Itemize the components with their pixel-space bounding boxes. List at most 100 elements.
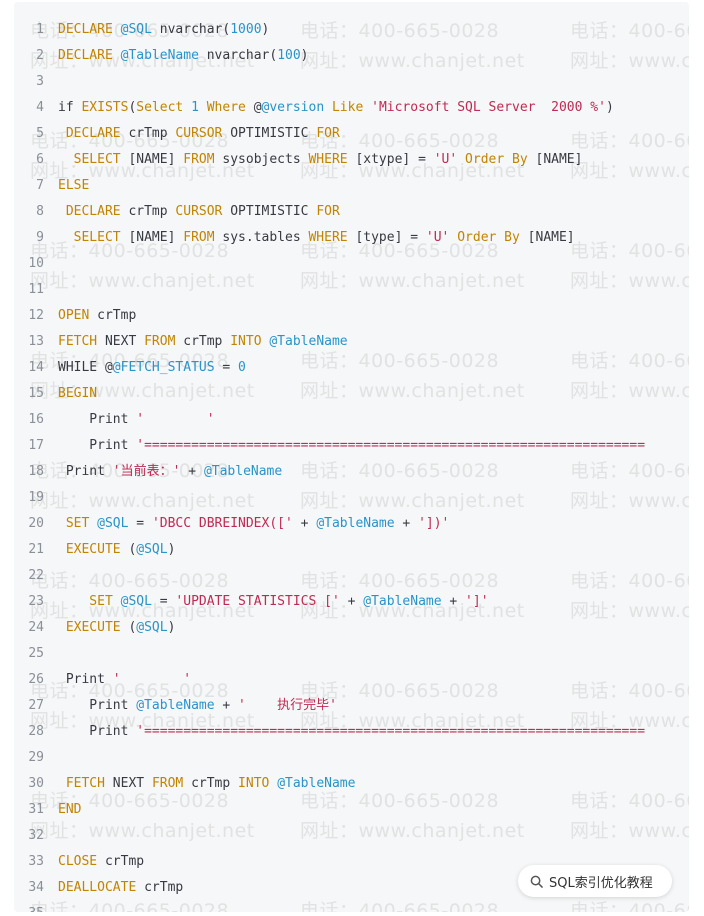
code-token: CLOSE — [58, 854, 105, 869]
code-line: 32 — [14, 823, 689, 849]
line-number: 12 — [28, 308, 44, 323]
line-number: 31 — [28, 802, 44, 817]
code-token: FOR — [316, 204, 340, 219]
related-search-chip[interactable]: SQL索引优化教程 — [518, 865, 672, 897]
code-text: Print ' ' — [44, 667, 191, 693]
code-token: crTmp — [128, 204, 176, 219]
code-token: + — [292, 516, 317, 531]
line-number: 33 — [28, 854, 44, 869]
code-token: OPTIMISTIC — [230, 126, 317, 141]
code-token: ) — [167, 620, 176, 635]
line-number: 11 — [28, 282, 44, 297]
code-line: 18 Print '当前表：' + @TableName — [14, 459, 689, 485]
code-token: WHERE — [308, 152, 356, 167]
line-number: 34 — [28, 880, 44, 895]
line-number: 30 — [28, 776, 44, 791]
code-token: Order By — [457, 152, 536, 167]
code-line: 29 — [14, 745, 689, 771]
code-token: FROM — [183, 152, 223, 167]
code-line: 8 DECLARE crTmp CURSOR OPTIMISTIC FOR — [14, 199, 689, 225]
code-line: 11 — [14, 277, 689, 303]
code-token: [type] = — [355, 230, 426, 245]
code-token: [xtype] = — [355, 152, 434, 167]
code-text: if EXISTS(Select 1 Where @@version Like … — [44, 95, 614, 121]
line-number: 26 — [28, 672, 44, 687]
line-number: 17 — [28, 438, 44, 453]
code-token: WHILE @ — [58, 360, 113, 375]
code-token: 'Microsoft SQL Server 2000 %' — [371, 100, 606, 115]
line-number: 2 — [36, 48, 44, 63]
line-number: 9 — [36, 230, 44, 245]
code-text: Print '当前表：' + @TableName — [44, 459, 282, 485]
code-text: SET @SQL = 'UPDATE STATISTICS [' + @Tabl… — [44, 589, 488, 615]
code-token: + — [339, 594, 364, 609]
line-number: 32 — [28, 828, 44, 843]
code-token: = — [214, 360, 239, 375]
code-token: ( — [128, 100, 137, 115]
line-number: 24 — [28, 620, 44, 635]
code-line: 9 SELECT [NAME] FROM sys.tables WHERE [t… — [14, 225, 689, 251]
code-text: WHILE @@FETCH_STATUS = 0 — [44, 355, 246, 381]
code-token: '])' — [418, 516, 450, 531]
code-text: OPEN crTmp — [44, 303, 136, 329]
code-line: 35 — [14, 901, 689, 912]
code-token: @FETCH_STATUS — [112, 360, 215, 375]
code-token: ) — [167, 542, 176, 557]
code-token: SELECT — [58, 230, 129, 245]
code-token: ' ' — [136, 412, 215, 427]
code-text: SELECT [NAME] FROM sys.tables WHERE [typ… — [44, 225, 575, 251]
code-token: BEGIN — [58, 386, 98, 401]
code-text: SELECT [NAME] FROM sysobjects WHERE [xty… — [44, 147, 583, 173]
code-line: 27 Print @TableName + ' 执行完毕' — [14, 693, 689, 719]
code-text: CLOSE crTmp — [44, 849, 144, 875]
line-number: 10 — [28, 256, 44, 271]
code-token: '=======================================… — [136, 724, 646, 739]
code-token: WHERE — [308, 230, 356, 245]
code-token: ) — [261, 22, 270, 37]
code-token: Print — [58, 724, 137, 739]
code-text: FETCH NEXT FROM crTmp INTO @TableName — [44, 771, 356, 797]
code-text: FETCH NEXT FROM crTmp INTO @TableName — [44, 329, 348, 355]
code-token: crTmp — [144, 880, 184, 895]
line-number: 7 — [36, 178, 44, 193]
code-token: @SQL — [136, 620, 168, 635]
code-token: crTmp — [97, 308, 137, 323]
code-token: Print — [58, 412, 137, 427]
line-number: 6 — [36, 152, 44, 167]
code-token: @SQL — [136, 542, 168, 557]
code-token: Order By — [449, 230, 528, 245]
code-token: 0 — [238, 360, 246, 375]
search-chip-label: SQL索引优化教程 — [549, 875, 653, 891]
code-token: DEALLOCATE — [58, 880, 145, 895]
code-token: [NAME] — [535, 152, 583, 167]
code-token: FETCH — [58, 334, 105, 349]
line-number: 22 — [28, 568, 44, 583]
code-line: 34 DEALLOCATE crTmp — [14, 875, 689, 901]
code-line: 10 — [14, 251, 689, 277]
code-line: 6 SELECT [NAME] FROM sysobjects WHERE [x… — [14, 147, 689, 173]
code-token: @version — [261, 100, 325, 115]
code-token: Print — [58, 672, 113, 687]
code-token: nvarchar( — [198, 48, 278, 63]
code-token: '=======================================… — [136, 438, 646, 453]
code-token: nvarchar( — [151, 22, 231, 37]
code-text: ELSE — [44, 173, 89, 199]
code-token: Select — [136, 100, 192, 115]
code-text: SET @SQL = 'DBCC DBREINDEX([' + @TableNa… — [44, 511, 450, 537]
code-line: 5 DECLARE crTmp CURSOR OPTIMISTIC FOR — [14, 121, 689, 147]
code-token: crTmp — [104, 854, 145, 869]
code-line: 19 — [14, 485, 689, 511]
search-icon — [530, 875, 543, 888]
code-line: 30 FETCH NEXT FROM crTmp INTO @TableName — [14, 771, 689, 797]
code-token: crTmp — [191, 776, 239, 791]
code-token: @TableName — [269, 334, 348, 349]
code-token: INTO — [238, 776, 278, 791]
code-text: DECLARE @TableName nvarchar(100) — [44, 43, 309, 69]
code-token: @TableName — [363, 594, 442, 609]
code-token: 'DBCC DBREINDEX([' — [151, 516, 293, 531]
code-line: 26 Print ' ' — [14, 667, 689, 693]
